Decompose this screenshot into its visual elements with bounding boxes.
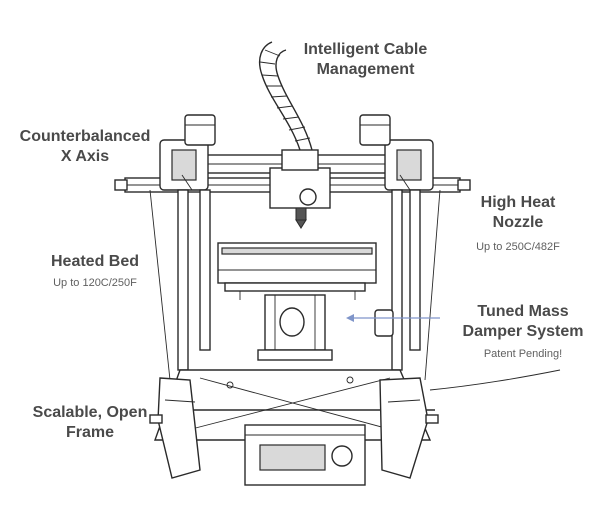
heated-bed-subtitle: Up to 120C/250F bbox=[53, 277, 137, 289]
high-heat-nozzle-subtitle: Up to 250C/482F bbox=[476, 241, 560, 253]
cable-management-label: Intelligent Cable Management bbox=[303, 41, 428, 78]
damper-system bbox=[257, 294, 394, 361]
tuned-mass-damper-subtitle: Patent Pending! bbox=[483, 348, 563, 360]
cable-chain bbox=[258, 41, 313, 151]
frame-feet bbox=[149, 377, 439, 479]
damper-pointer-arrow bbox=[346, 314, 440, 322]
power-cable bbox=[429, 369, 561, 391]
right-counterbalance bbox=[359, 114, 434, 191]
tuned-mass-damper-label: Tuned Mass Damper System bbox=[462, 303, 584, 340]
heated-bed-label: Heated Bed bbox=[50, 253, 140, 270]
high-heat-nozzle-label: High Heat Nozzle bbox=[480, 194, 556, 231]
heated-bed bbox=[217, 242, 377, 300]
lcd-controller bbox=[244, 424, 366, 486]
left-counterbalance bbox=[159, 114, 216, 191]
nozzle-carriage bbox=[269, 149, 331, 229]
scalable-frame-label: Scalable, Open Frame bbox=[32, 404, 148, 441]
counterbalanced-x-axis-label: Counterbalanced X Axis bbox=[19, 128, 151, 165]
